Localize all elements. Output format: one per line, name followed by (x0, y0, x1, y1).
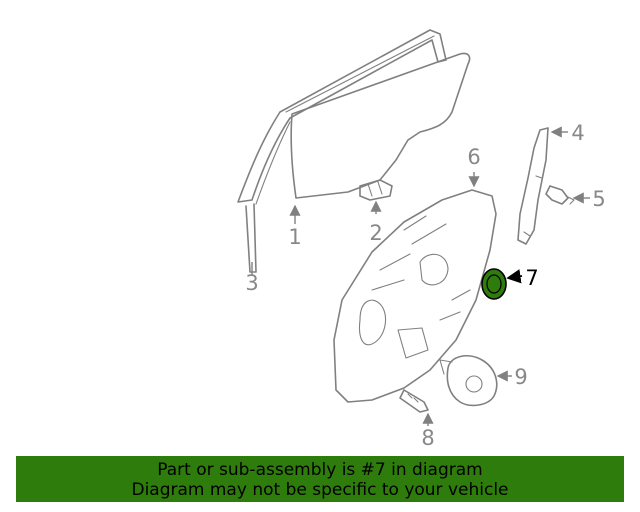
exploded-parts-diagram: 1 2 3 4 5 6 7 8 9 (237, 29, 606, 450)
door-glass (290, 52, 471, 199)
regulator-motor (439, 355, 498, 407)
glass-clip (359, 179, 393, 201)
leader-line-7 (506, 269, 523, 284)
part-info-banner: Part or sub-assembly is #7 in diagram Di… (16, 456, 624, 502)
banner-line-disclaimer: Diagram may not be specific to your vehi… (131, 480, 509, 500)
banner-line-part: Part or sub-assembly is #7 in diagram (157, 460, 483, 480)
door-module-panel (333, 189, 497, 403)
module-bolt (399, 389, 429, 413)
callout-8: 8 (421, 426, 434, 450)
callout-4: 4 (571, 121, 584, 145)
grommet-part-7 (481, 268, 507, 300)
callout-3: 3 (245, 271, 258, 295)
callout-2: 2 (369, 221, 382, 245)
callout-6: 6 (467, 145, 480, 169)
rear-channel-bracket (517, 127, 549, 245)
channel-bolt (545, 185, 575, 205)
callout-5: 5 (592, 187, 605, 211)
callout-7: 7 (525, 266, 538, 290)
callout-1: 1 (288, 225, 301, 249)
window-run-channel (237, 29, 447, 273)
callout-9: 9 (514, 365, 527, 389)
